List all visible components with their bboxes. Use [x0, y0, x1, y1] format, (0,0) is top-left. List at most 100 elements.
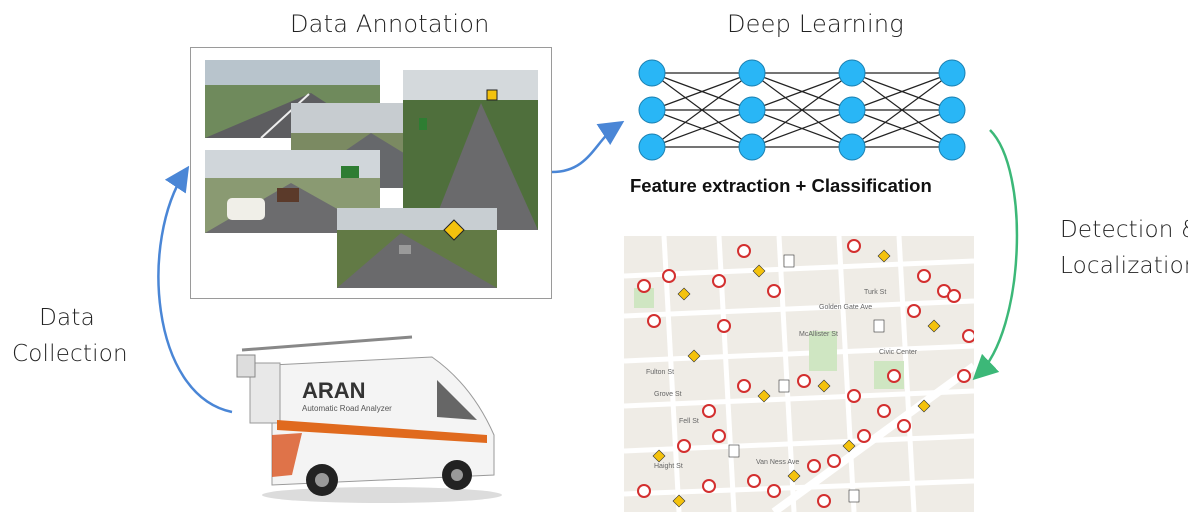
traffic-sign-marker	[757, 389, 771, 403]
traffic-sign-marker	[737, 379, 751, 393]
nn-connection	[851, 109, 953, 148]
traffic-sign-marker	[873, 319, 885, 333]
traffic-sign-marker	[737, 244, 751, 258]
traffic-sign-marker	[847, 239, 861, 253]
nn-neuron	[938, 96, 966, 124]
traffic-sign-marker	[717, 319, 731, 333]
arrow-annotation-to-deep-learning	[551, 120, 625, 174]
traffic-sign-marker	[797, 374, 811, 388]
aran-van-image: ARAN Automatic Road Analyzer	[236, 335, 502, 503]
road-photo-3	[403, 70, 538, 230]
traffic-sign-marker	[877, 249, 891, 263]
traffic-sign-marker	[907, 304, 921, 318]
traffic-sign-marker	[702, 479, 716, 493]
traffic-sign-marker	[887, 369, 901, 383]
traffic-sign-marker	[767, 484, 781, 498]
traffic-sign-marker	[677, 287, 691, 301]
nn-neuron	[838, 96, 866, 124]
nn-connection	[751, 72, 853, 148]
nn-neuron	[738, 59, 766, 87]
nn-connection	[651, 72, 753, 148]
traffic-sign-marker	[957, 369, 971, 383]
deep-learning-title: Deep Learning	[727, 10, 904, 38]
traffic-sign-marker	[637, 484, 651, 498]
traffic-sign-marker	[687, 349, 701, 363]
collection-line1: Data	[39, 305, 95, 331]
nn-neuron	[638, 133, 666, 161]
traffic-sign-marker	[677, 439, 691, 453]
nn-neuron	[838, 133, 866, 161]
traffic-sign-marker	[652, 449, 666, 463]
feature-caption: Feature extraction + Classification	[630, 175, 932, 196]
detection-line2: Localization	[1060, 253, 1188, 279]
traffic-sign-marker	[747, 474, 761, 488]
traffic-sign-marker	[712, 429, 726, 443]
road-photo-5	[337, 208, 497, 288]
street-label: Grove St	[654, 391, 682, 398]
nn-neuron	[638, 96, 666, 124]
van-brand-logo: ARAN	[302, 378, 366, 403]
traffic-sign-marker	[827, 454, 841, 468]
traffic-sign-marker	[778, 379, 790, 393]
traffic-sign-marker	[962, 329, 974, 343]
nn-connection	[651, 109, 753, 148]
van-subtitle: Automatic Road Analyzer	[302, 404, 392, 413]
traffic-sign-marker	[662, 269, 676, 283]
data-collection-title: Data Collection	[12, 300, 128, 372]
traffic-sign-marker	[927, 319, 941, 333]
traffic-sign-marker	[672, 494, 686, 508]
traffic-sign-marker	[917, 399, 931, 413]
traffic-sign-marker	[702, 404, 716, 418]
traffic-sign-marker	[817, 379, 831, 393]
traffic-sign-marker	[947, 289, 961, 303]
annotation-collage	[190, 47, 552, 299]
sign-map: Turk St Golden Gate Ave McAllister St Fu…	[624, 236, 974, 512]
street-label: Golden Gate Ave	[819, 304, 872, 311]
nn-connection	[751, 72, 853, 111]
street-label: Fulton St	[646, 369, 674, 376]
street-label: Fell St	[679, 418, 699, 425]
annotation-photos	[205, 60, 538, 288]
traffic-sign-marker	[637, 279, 651, 293]
street-label: Van Ness Ave	[756, 459, 799, 466]
nn-neuron	[838, 59, 866, 87]
nn-connection	[651, 72, 753, 111]
nn-connection	[851, 72, 953, 148]
detection-localization-title: Detection & Localization	[1060, 212, 1188, 284]
traffic-sign-marker	[847, 389, 861, 403]
traffic-sign-marker	[752, 264, 766, 278]
traffic-sign-marker	[897, 419, 911, 433]
map-street-labels: Turk St Golden Gate Ave McAllister St Fu…	[646, 289, 918, 470]
traffic-sign-marker	[787, 469, 801, 483]
map-sign-markers	[637, 239, 974, 508]
neural-network-diagram	[638, 59, 966, 161]
data-annotation-title: Data Annotation	[290, 10, 490, 38]
traffic-sign-marker	[712, 274, 726, 288]
arrow-collection-to-annotation	[157, 165, 233, 414]
nn-connection	[751, 109, 853, 148]
collection-line2: Collection	[12, 341, 128, 367]
traffic-sign-marker	[877, 404, 891, 418]
nn-neuron	[938, 133, 966, 161]
nn-neuron	[638, 59, 666, 87]
traffic-sign-marker	[807, 459, 821, 473]
detection-line1: Detection &	[1060, 217, 1188, 243]
traffic-sign-marker	[857, 429, 871, 443]
street-label: Haight St	[654, 463, 683, 470]
nn-neuron	[738, 96, 766, 124]
traffic-sign-marker	[728, 444, 740, 458]
nn-connection	[851, 72, 953, 111]
traffic-sign-marker	[817, 494, 831, 508]
street-label: McAllister St	[799, 331, 838, 338]
nn-neuron	[938, 59, 966, 87]
traffic-sign-marker	[767, 284, 781, 298]
traffic-sign-marker	[848, 489, 860, 503]
street-label: Civic Center	[879, 349, 918, 356]
traffic-sign-marker	[917, 269, 931, 283]
arrow-deep-learning-to-detection	[972, 129, 1019, 381]
traffic-sign-marker	[783, 254, 795, 268]
street-label: Turk St	[864, 289, 886, 296]
map-canvas: Turk St Golden Gate Ave McAllister St Fu…	[624, 236, 974, 512]
traffic-sign-marker	[647, 314, 661, 328]
